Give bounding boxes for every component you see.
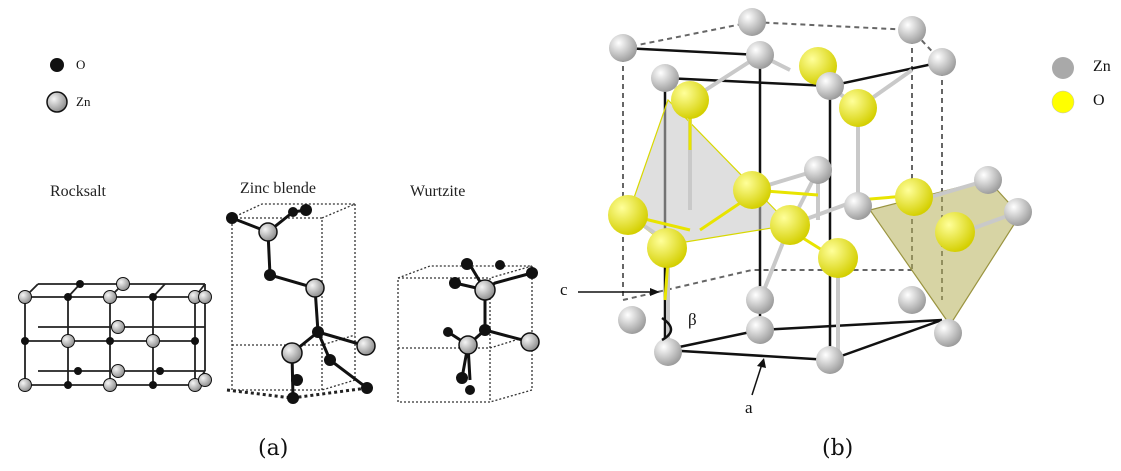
rocksalt-atoms [18, 277, 212, 392]
caption-a: (a) [258, 436, 289, 461]
wurtzite-title: Wurtzite [410, 183, 466, 200]
zinc-blende-structure [226, 203, 376, 404]
legend-zn-label: Zn [76, 94, 91, 109]
beta-label: β [688, 310, 697, 329]
legend-b-zn-atom [1052, 57, 1074, 79]
panel-b [578, 8, 1075, 396]
a-arrow [751, 363, 763, 396]
tetrahedron-right [869, 179, 1021, 327]
zinc-blende-title: Zinc blende [240, 180, 316, 197]
legend-b-zn-label: Zn [1093, 58, 1111, 75]
beta-arc [661, 316, 673, 342]
caption-b: (b) [822, 436, 854, 461]
legend-o-atom [50, 58, 64, 72]
legend-b-o-atom [1051, 90, 1075, 114]
legend-b-o-label: O [1093, 92, 1105, 109]
wurtzite-structure [397, 258, 540, 403]
c-label: c [560, 280, 568, 299]
panel-a [18, 58, 540, 404]
legend-o-label: O [76, 57, 86, 72]
rocksalt-title: Rocksalt [50, 183, 106, 200]
zn-atoms [609, 8, 1032, 374]
legend-zn-atom [46, 91, 68, 113]
o-atoms [608, 47, 975, 278]
a-label: a [745, 398, 753, 417]
